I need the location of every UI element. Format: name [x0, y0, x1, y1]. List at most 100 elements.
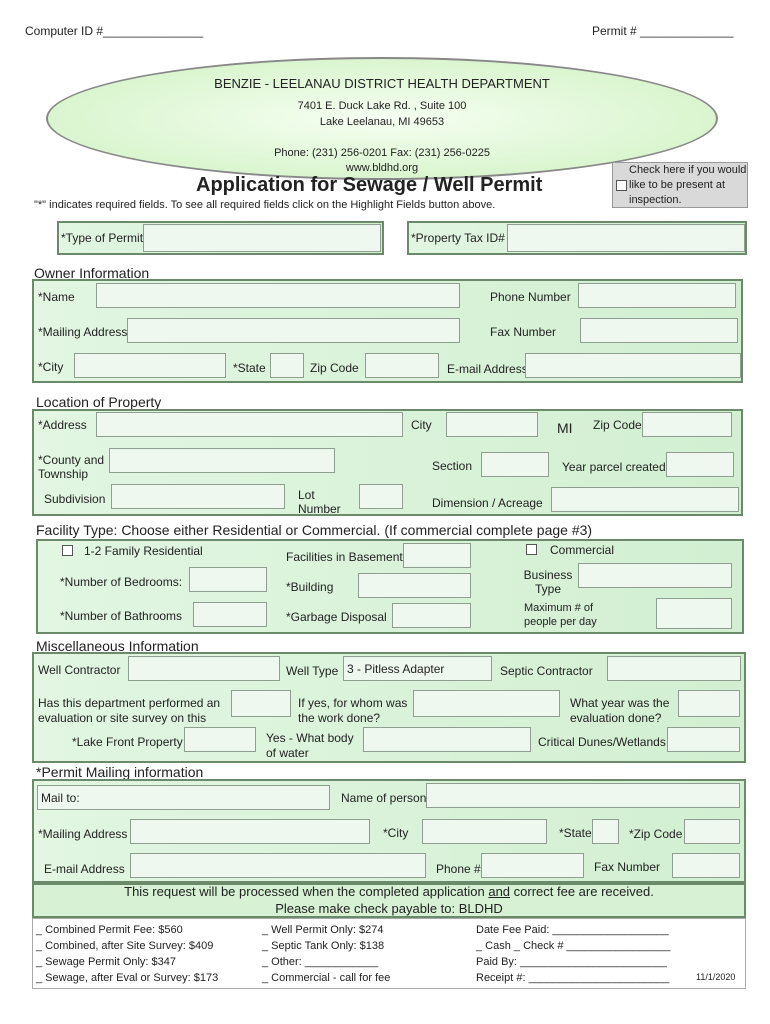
- mailing-city-field[interactable]: [422, 819, 547, 844]
- location-county-field[interactable]: [109, 448, 335, 473]
- for-whom-field[interactable]: [413, 690, 560, 717]
- form-title: Application for Sewage / Well Permit: [196, 174, 543, 196]
- location-dimension-field[interactable]: [551, 487, 739, 512]
- lake-front-field[interactable]: [184, 727, 256, 752]
- mailing-email-label: E-mail Address: [44, 862, 125, 876]
- fee-option: _ Combined Permit Fee: $560: [36, 924, 183, 936]
- mailing-address-label: *Mailing Address: [38, 827, 128, 841]
- well-contractor-label: Well Contractor: [38, 663, 121, 677]
- owner-name-label: *Name: [38, 290, 75, 304]
- bedrooms-field[interactable]: [189, 567, 267, 592]
- permit-number-label: Permit # ______________: [592, 24, 734, 38]
- bathrooms-field[interactable]: [193, 602, 267, 627]
- septic-contractor-label: Septic Contractor: [500, 664, 593, 678]
- mailing-fax-field[interactable]: [672, 853, 740, 878]
- name-of-person-field[interactable]: [426, 783, 740, 808]
- well-type-label: Well Type: [286, 664, 339, 678]
- paid-by: Paid By: ________________________: [476, 956, 667, 968]
- agency-name: BENZIE - LEELANAU DISTRICT HEALTH DEPART…: [214, 76, 550, 91]
- type-of-permit-label: *Type of Permit: [61, 231, 144, 245]
- garbage-disposal-field[interactable]: [392, 603, 471, 628]
- location-state-value: MI: [557, 420, 573, 436]
- body-water-field[interactable]: [363, 727, 531, 752]
- mailing-zip-label: *Zip Code: [629, 827, 683, 841]
- owner-zip-label: Zip Code: [310, 361, 359, 375]
- well-type-field[interactable]: 3 - Pitless Adapter: [343, 656, 492, 681]
- bathrooms-label: *Number of Bathrooms: [60, 609, 183, 623]
- lake-front-label: *Lake Front Property: [72, 735, 183, 749]
- business-type-field[interactable]: [578, 563, 732, 588]
- location-lot-field[interactable]: [359, 484, 403, 509]
- location-county-label: *County and Township: [38, 453, 105, 481]
- owner-city-field[interactable]: [74, 353, 226, 378]
- building-field[interactable]: [358, 573, 471, 598]
- fee-option: _ Septic Tank Only: $138: [262, 940, 385, 952]
- owner-zip-field[interactable]: [365, 353, 439, 378]
- cash-check: _ Cash _ Check # _________________: [476, 940, 671, 952]
- mailing-state-label: *State: [559, 826, 592, 840]
- property-tax-id-field[interactable]: [507, 224, 745, 252]
- property-tax-id-label: *Property Tax ID#: [411, 231, 505, 245]
- present-inspection-label: Check here if you would like to be prese…: [629, 164, 747, 206]
- notice-box: [32, 883, 746, 918]
- mailing-phone-field[interactable]: [481, 853, 584, 878]
- receipt-number: Receipt #: _______________________: [476, 972, 670, 984]
- location-zip-field[interactable]: [642, 412, 732, 437]
- owner-name-field[interactable]: [96, 283, 460, 308]
- agency-ellipse: [46, 57, 718, 180]
- mailing-zip-field[interactable]: [684, 819, 740, 844]
- location-city-label: City: [411, 418, 432, 432]
- business-type-label: Business Type: [523, 568, 573, 596]
- fee-option: _ Well Permit Only: $274: [262, 924, 384, 936]
- well-contractor-field[interactable]: [128, 656, 280, 681]
- what-year-field[interactable]: [678, 690, 740, 717]
- location-zip-label: Zip Code: [593, 418, 642, 432]
- agency-website: www.bldhd.org: [345, 162, 419, 174]
- mailing-address-field[interactable]: [130, 819, 370, 844]
- dunes-field[interactable]: [667, 727, 740, 752]
- location-city-field[interactable]: [446, 412, 538, 437]
- garbage-disposal-label: *Garbage Disposal: [286, 610, 387, 624]
- location-address-field[interactable]: [96, 412, 403, 437]
- commercial-checkbox[interactable]: [526, 544, 537, 555]
- basement-field[interactable]: [403, 543, 471, 568]
- owner-state-field[interactable]: [270, 353, 304, 378]
- owner-phone-field[interactable]: [578, 283, 736, 308]
- mail-to-field[interactable]: Mail to:: [37, 785, 330, 810]
- location-address-label: *Address: [38, 418, 87, 432]
- what-year-label: What year was the evaluation done?: [570, 696, 670, 725]
- mailing-fax-label: Fax Number: [594, 860, 661, 874]
- mailing-email-field[interactable]: [130, 853, 426, 878]
- owner-email-label: E-mail Address: [447, 362, 528, 376]
- fees-box: [32, 918, 746, 989]
- location-year-field[interactable]: [666, 452, 734, 477]
- septic-contractor-field[interactable]: [607, 656, 741, 681]
- mailing-state-field[interactable]: [592, 819, 619, 844]
- mailing-section-title: *Permit Mailing information: [36, 764, 204, 780]
- owner-phone-label: Phone Number: [490, 290, 571, 304]
- residential-checkbox[interactable]: [62, 545, 73, 556]
- owner-fax-field[interactable]: [580, 318, 738, 343]
- max-people-label: Maximum # of people per day: [524, 602, 597, 628]
- present-inspection-checkbox[interactable]: [616, 180, 627, 191]
- evaluation-label: Has this department performed an evaluat…: [38, 696, 221, 725]
- location-section-title: Location of Property: [36, 394, 162, 410]
- revision-date: 11/1/2020: [696, 972, 736, 982]
- type-of-permit-field[interactable]: [143, 224, 381, 252]
- owner-state-label: *State: [233, 361, 266, 375]
- agency-phone-fax: Phone: (231) 256-0201 Fax: (231) 256-022…: [274, 147, 490, 159]
- present-inspection-box: [612, 162, 748, 208]
- max-people-field[interactable]: [656, 598, 732, 629]
- owner-mailing-field[interactable]: [127, 318, 460, 343]
- location-section-label: Section: [432, 459, 473, 473]
- fee-option: _ Other: ____________: [262, 956, 379, 968]
- building-label: *Building: [286, 580, 334, 594]
- evaluation-field[interactable]: [231, 690, 291, 717]
- owner-section-title: Owner Information: [34, 265, 150, 281]
- location-year-label: Year parcel created: [562, 460, 666, 474]
- location-section-field[interactable]: [481, 452, 549, 477]
- fee-option: _ Combined, after Site Survey: $409: [36, 940, 214, 952]
- owner-email-field[interactable]: [525, 353, 741, 378]
- location-subdivision-field[interactable]: [111, 484, 285, 509]
- commercial-label: Commercial: [550, 543, 615, 557]
